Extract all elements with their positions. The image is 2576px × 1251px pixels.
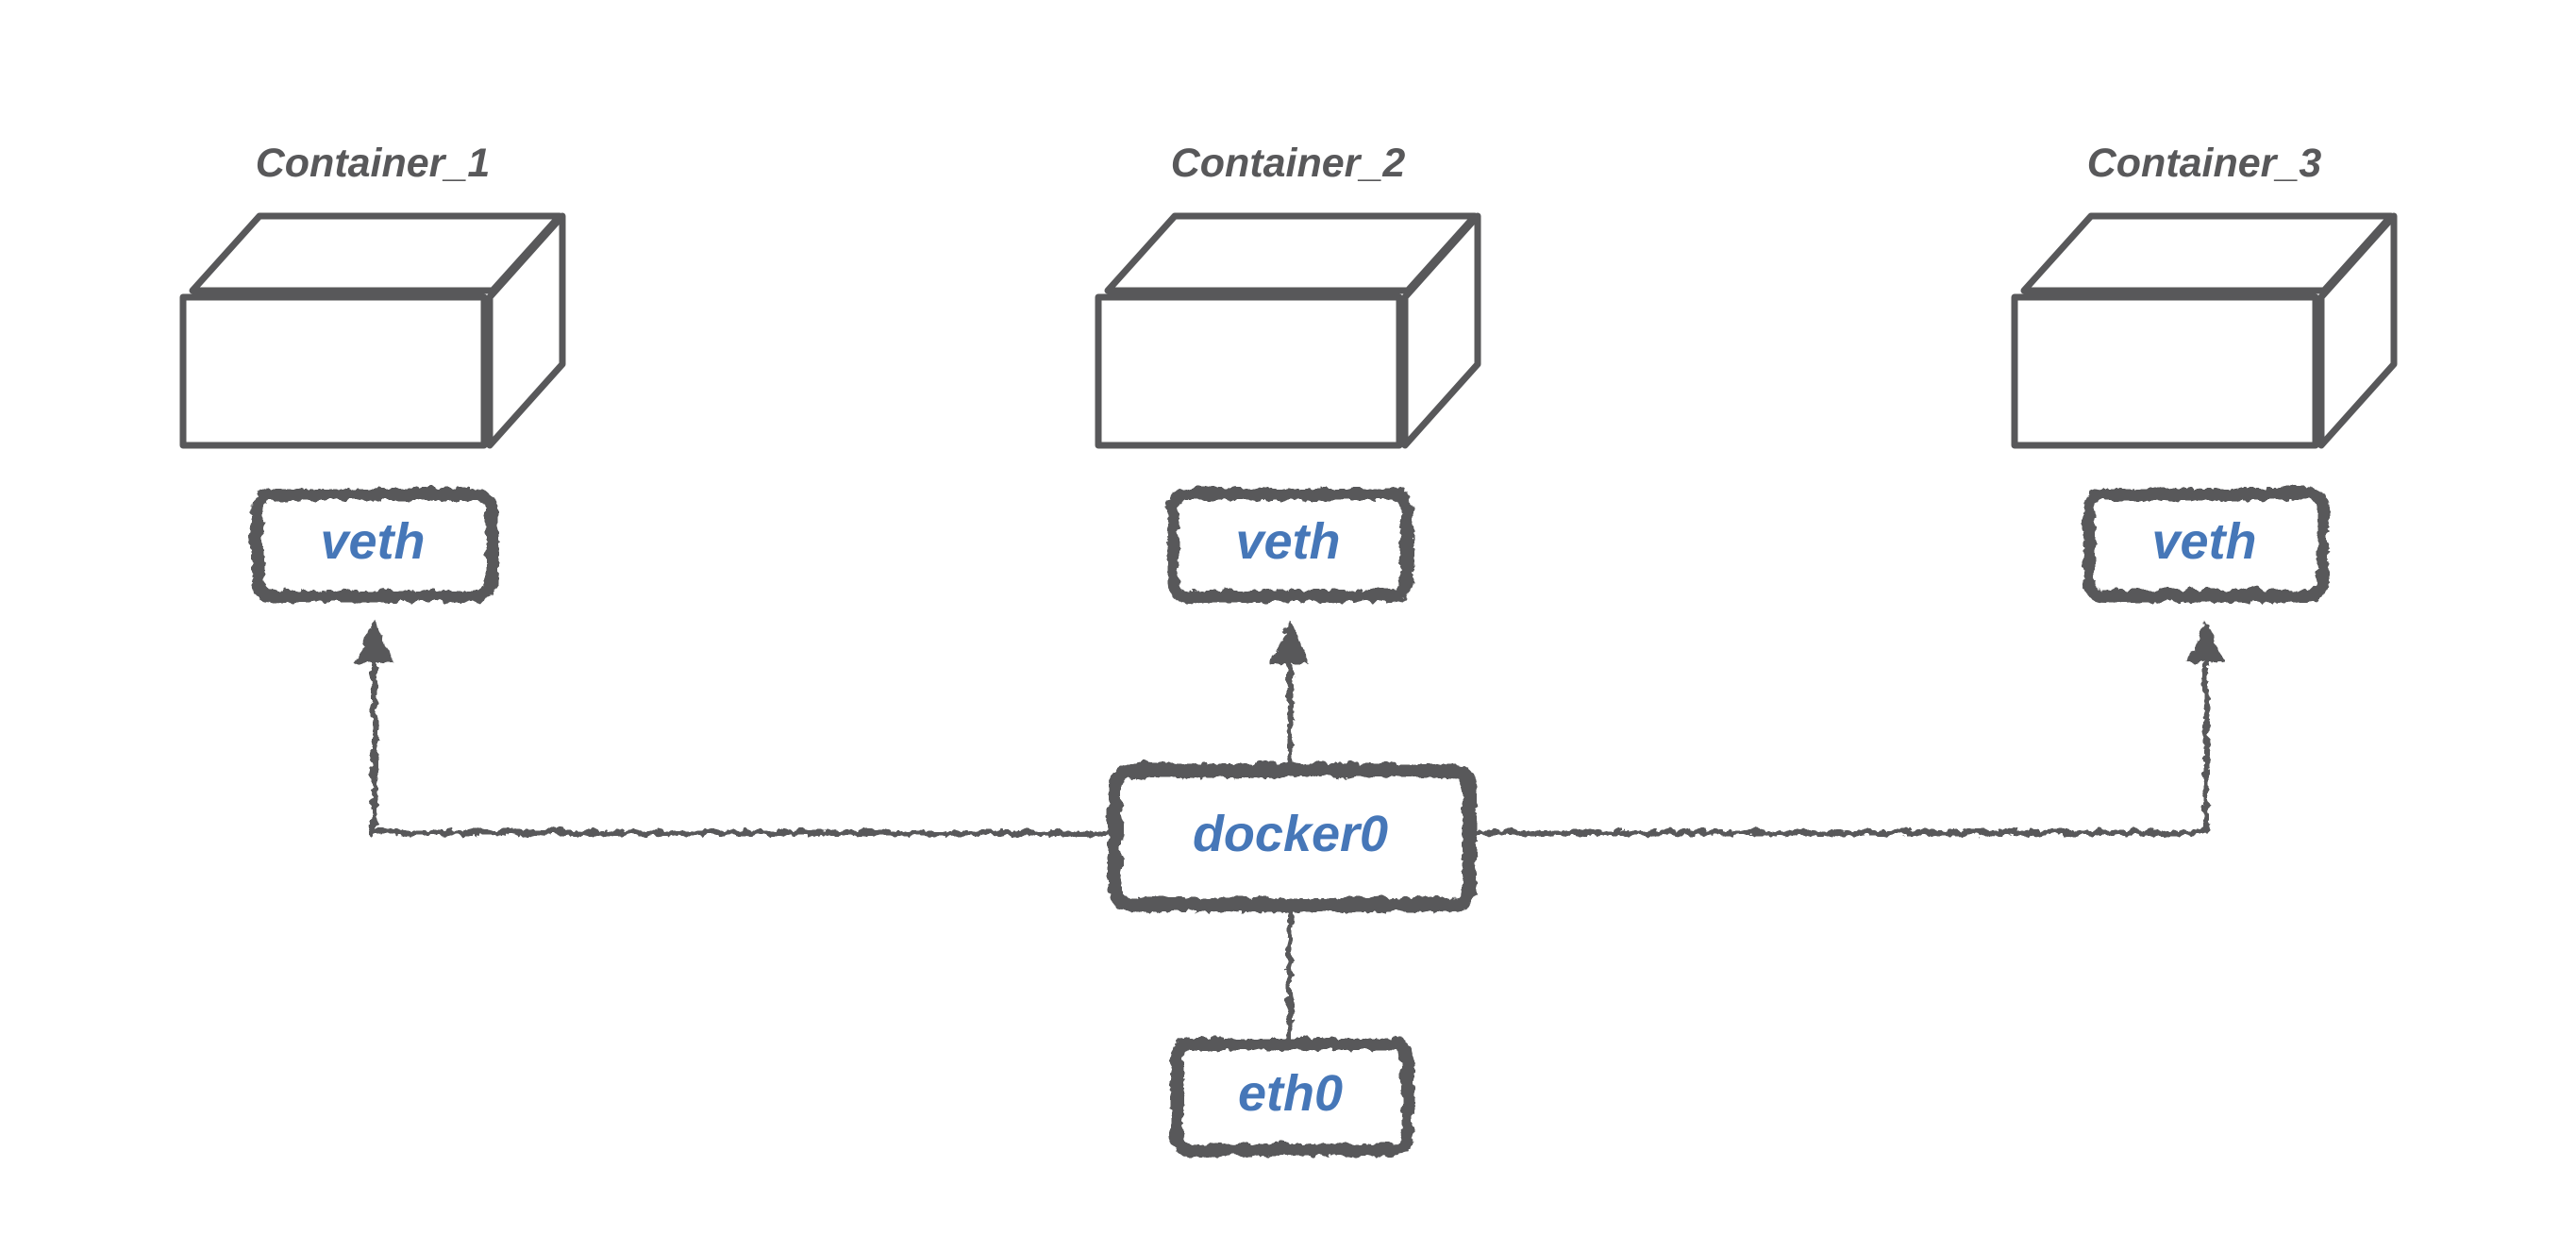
docker0-box — [1106, 761, 1475, 910]
container-1-title: Container_1 — [255, 140, 491, 186]
veth-label-1: veth — [320, 513, 426, 570]
container-2-box-front-face — [1095, 293, 1403, 449]
container-2-box-right-face — [1401, 212, 1481, 449]
arrow-docker0-to-veth-3-line — [1467, 660, 2207, 834]
container-2-box — [1095, 212, 1481, 449]
container-3-title: Container_3 — [2086, 140, 2322, 186]
container-1-box-front-face — [179, 293, 488, 449]
container-1-box-right-face — [486, 212, 566, 449]
arrow-docker0-to-veth-1-line — [370, 660, 1113, 834]
veth-label-2: veth — [1235, 513, 1341, 570]
container-2-title: Container_2 — [1170, 140, 1406, 186]
arrowhead-veth-2 — [1268, 619, 1308, 661]
container-3-box — [2011, 212, 2398, 449]
sketch-layer — [249, 486, 2328, 1155]
veth-box-1 — [249, 486, 496, 601]
veth-box-3 — [2081, 486, 2328, 601]
veth-label-3: veth — [2151, 513, 2257, 570]
veth-box-2 — [1164, 486, 1412, 601]
container-3-box-front-face — [2011, 293, 2319, 449]
eth0-label: eth0 — [1237, 1065, 1344, 1122]
arrowhead-veth-1 — [353, 619, 393, 661]
docker0-label: docker0 — [1192, 806, 1389, 862]
eth0-box — [1168, 1036, 1413, 1155]
container-1-box — [179, 212, 566, 449]
container-3-box-right-face — [2317, 212, 2398, 449]
arrowhead-veth-3 — [2184, 619, 2224, 661]
